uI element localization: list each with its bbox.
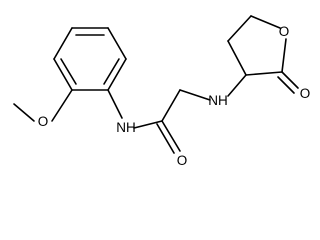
lactone-ring: [227, 15, 299, 97]
amine-nh-label: NH: [208, 93, 228, 108]
methoxy-group: [13, 89, 73, 122]
amide-nh-label: NH: [116, 120, 136, 135]
structure-diagram: O NH O NH O O: [13, 15, 311, 168]
amide-linkage: [107, 89, 211, 154]
lactone-carbonyl-oxygen-label: O: [300, 86, 311, 101]
molecule-svg: O NH O NH O O: [13, 15, 311, 168]
carbonyl-oxygen-label: O: [177, 153, 188, 168]
ether-oxygen-label: O: [38, 114, 49, 129]
benzene-ring: [53, 27, 127, 91]
ring-oxygen-label: O: [279, 24, 290, 39]
